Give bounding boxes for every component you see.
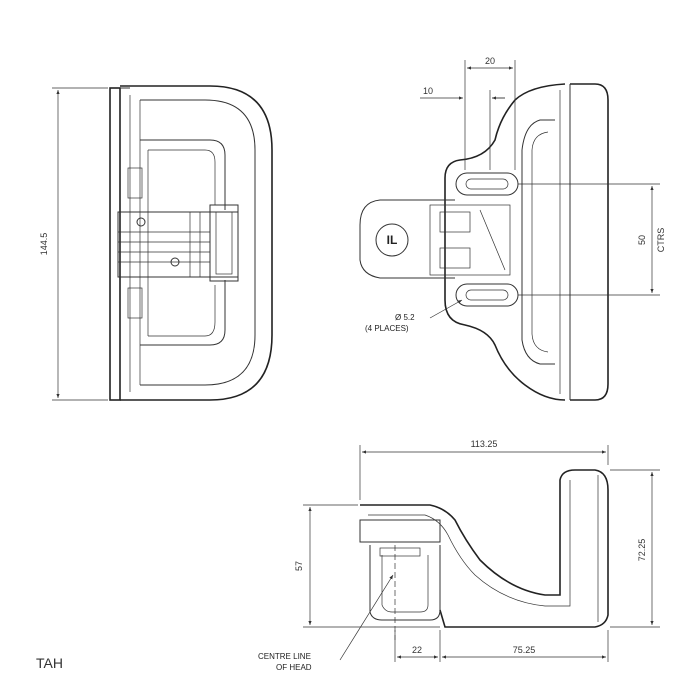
il-logo-icon [375, 223, 409, 257]
side-ctrs-dim-unit: CTRS [656, 228, 666, 253]
front-screw-bottom-icon [170, 257, 180, 267]
side-tongue [359, 199, 455, 279]
side-slot-width-dim-label: 10 [423, 86, 433, 96]
side-back-plate [570, 83, 609, 401]
il-logo-text: IL [387, 233, 398, 247]
centre-line-label-2: OF HEAD [276, 663, 312, 672]
bottom-base-left-dim-label: 22 [412, 645, 422, 655]
centre-line-leader [339, 574, 394, 661]
side-slot-length-dim-label: 20 [485, 56, 495, 66]
centre-line-label-1: CENTRE LINE [258, 652, 311, 661]
hole-dim-label: Ø 5.2 [395, 313, 415, 322]
bottom-length-dim-label: 113.25 [471, 439, 498, 449]
bottom-handle-outline [360, 469, 609, 628]
side-slot-top [455, 172, 519, 196]
drawing-code-label: TAH [36, 655, 63, 671]
front-view: 144.5 [39, 85, 273, 401]
hole-note-label: (4 PLACES) [365, 324, 409, 333]
bottom-head-body [369, 545, 441, 621]
bottom-right-height-dim-label: 72.25 [637, 539, 647, 562]
bottom-view: 113.25 57 72.25 22 75.25 CENTRE LINE OF … [258, 439, 660, 672]
side-ctrs-dim-value: 50 [637, 235, 647, 245]
front-handle-outer [120, 85, 273, 401]
front-height-dim-label: 144.5 [39, 233, 49, 256]
side-view: IL 20 10 50 CTRS Ø 5.2 (4 PLACES) [359, 56, 666, 401]
front-back-plate [109, 87, 121, 401]
front-screw-top-icon [136, 217, 146, 227]
bottom-head-top [359, 519, 441, 543]
bottom-base-right-dim-label: 75.25 [513, 645, 536, 655]
bottom-left-height-dim-label: 57 [294, 561, 304, 571]
front-latch-mechanism [117, 211, 239, 278]
side-slot-bottom [455, 283, 519, 307]
side-handle-body [444, 83, 566, 401]
